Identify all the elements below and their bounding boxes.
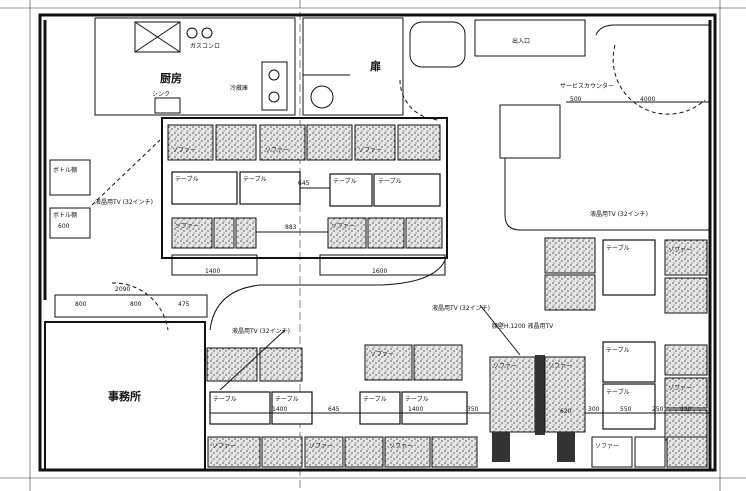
tv-center-label: 液晶用TV (32インチ) [432, 304, 490, 312]
service-counter: サービスカウンター 500 4000 液晶用TV (32インチ) [499, 24, 710, 231]
sofa-label: ソファー [212, 443, 236, 450]
dim-550: 550 [620, 406, 632, 413]
dim-4000: 4000 [640, 96, 655, 103]
table-label: テーブル [213, 395, 237, 403]
dim-300: 300 [588, 406, 600, 413]
dim-1400-lower2: 1400 [408, 406, 423, 413]
toilet-basin-icon [310, 85, 334, 109]
sofa-label: ソファー [548, 363, 572, 370]
table-label: テーブル [405, 395, 429, 403]
gas-stove-label: ガスコンロ [190, 42, 220, 50]
right-seating: テーブル テーブル テーブル ソファー ソファー ソファー 300 550 25… [544, 237, 710, 468]
bottle-shelves: ボトル棚 ボトル棚 600 液晶用TV (32インチ) [49, 139, 161, 239]
toilet-icon [409, 21, 466, 68]
dim-475: 475 [178, 301, 190, 308]
kitchen: 厨房 ガスコンロ 冷蔵庫 シンク [94, 17, 296, 116]
sofa-label: ソファー [172, 147, 196, 154]
toilet-area: 扉 [302, 17, 466, 121]
tv-upper-left-label: 液晶用TV (32インチ) [95, 198, 153, 206]
exterior-walls [38, 13, 717, 472]
dim-600: 600 [58, 223, 70, 230]
lower-seating: ソファー テーブル テーブル テーブル テーブル 1400 645 1400 3… [206, 327, 490, 468]
sink-label: シンク [152, 91, 170, 98]
burner-icon [186, 27, 198, 39]
burner-icon [201, 27, 213, 39]
office: 800 800 475 2090 事務所 [44, 282, 208, 471]
sofa-label: ソファー [175, 223, 199, 230]
upper-sofa-row: ソファー ソファー ソファー [167, 124, 441, 161]
table-label: テーブル [363, 395, 387, 403]
table-label: テーブル [275, 395, 299, 403]
sofa-label: ソファー [358, 147, 382, 154]
sofa-label: ソファー [389, 443, 413, 450]
table-label: テーブル [243, 175, 267, 183]
dim-450: 450 [680, 406, 692, 413]
table-label: テーブル [175, 175, 199, 183]
entrance-label: 出入口 [512, 37, 530, 45]
dim-1400-lower: 1400 [272, 406, 287, 413]
sofa-label: ソファー [668, 385, 692, 392]
sink [154, 97, 181, 114]
entrance: 出入口 [474, 19, 706, 115]
dim-800a: 800 [75, 301, 87, 308]
dim-620: 620 [560, 408, 572, 415]
dim-250: 250 [652, 406, 664, 413]
dim-645-lower: 645 [328, 406, 340, 413]
refrigerator [134, 21, 181, 53]
dim-350: 350 [467, 406, 479, 413]
refrigerator-label: 冷蔵庫 [230, 84, 248, 92]
table-label: テーブル [606, 346, 630, 354]
sofa-label: ソファー [493, 363, 517, 370]
sofa-label: ソファー [331, 223, 355, 230]
sofa-label: ソファー [370, 351, 394, 358]
dim-500: 500 [570, 96, 582, 103]
sofa-label: ソファー [668, 247, 692, 254]
dim-645-upper: 645 [298, 180, 310, 187]
table-label: テーブル [606, 388, 630, 396]
center-block: ソファー ソファー 620 液晶用TV (32インチ) 腰壁H.1200 液晶用… [432, 304, 586, 462]
table-label: テーブル [378, 177, 402, 185]
partition-wall [535, 355, 545, 435]
dim-800b: 800 [130, 301, 142, 308]
table-label: テーブル [606, 244, 630, 252]
dim-1600: 1600 [372, 268, 387, 275]
gas-stove [261, 61, 288, 111]
partition-label: 腰壁H.1200 液晶用TV [492, 322, 554, 330]
office-label: 事務所 [108, 389, 141, 403]
bottle-shelf-label: ボトル棚 [53, 166, 77, 174]
dim-883: 883 [285, 224, 297, 231]
sofa-label: ソファー [309, 443, 333, 450]
service-counter-label: サービスカウンター [560, 82, 614, 90]
door-label: 扉 [370, 59, 381, 73]
kitchen-label: 厨房 [160, 71, 182, 85]
tv-right-label: 液晶用TV (32インチ) [590, 210, 648, 218]
table-label: テーブル [333, 177, 357, 185]
dim-2090: 2090 [115, 286, 130, 293]
tv-lower-left-label: 液晶用TV (32インチ) [232, 327, 290, 335]
sofa-label: ソファー [265, 147, 289, 154]
bottom-sofa-row: ソファー ソファー ソファー [207, 436, 478, 468]
dim-1400-upper: 1400 [205, 268, 220, 275]
upper-seating: ソファー ソファー ソファー テーブル テーブル テーブル テーブル 645 ソ… [161, 117, 448, 331]
bottle-shelf-label: ボトル棚 [53, 211, 77, 219]
sofa-label: ソファー [595, 443, 619, 450]
